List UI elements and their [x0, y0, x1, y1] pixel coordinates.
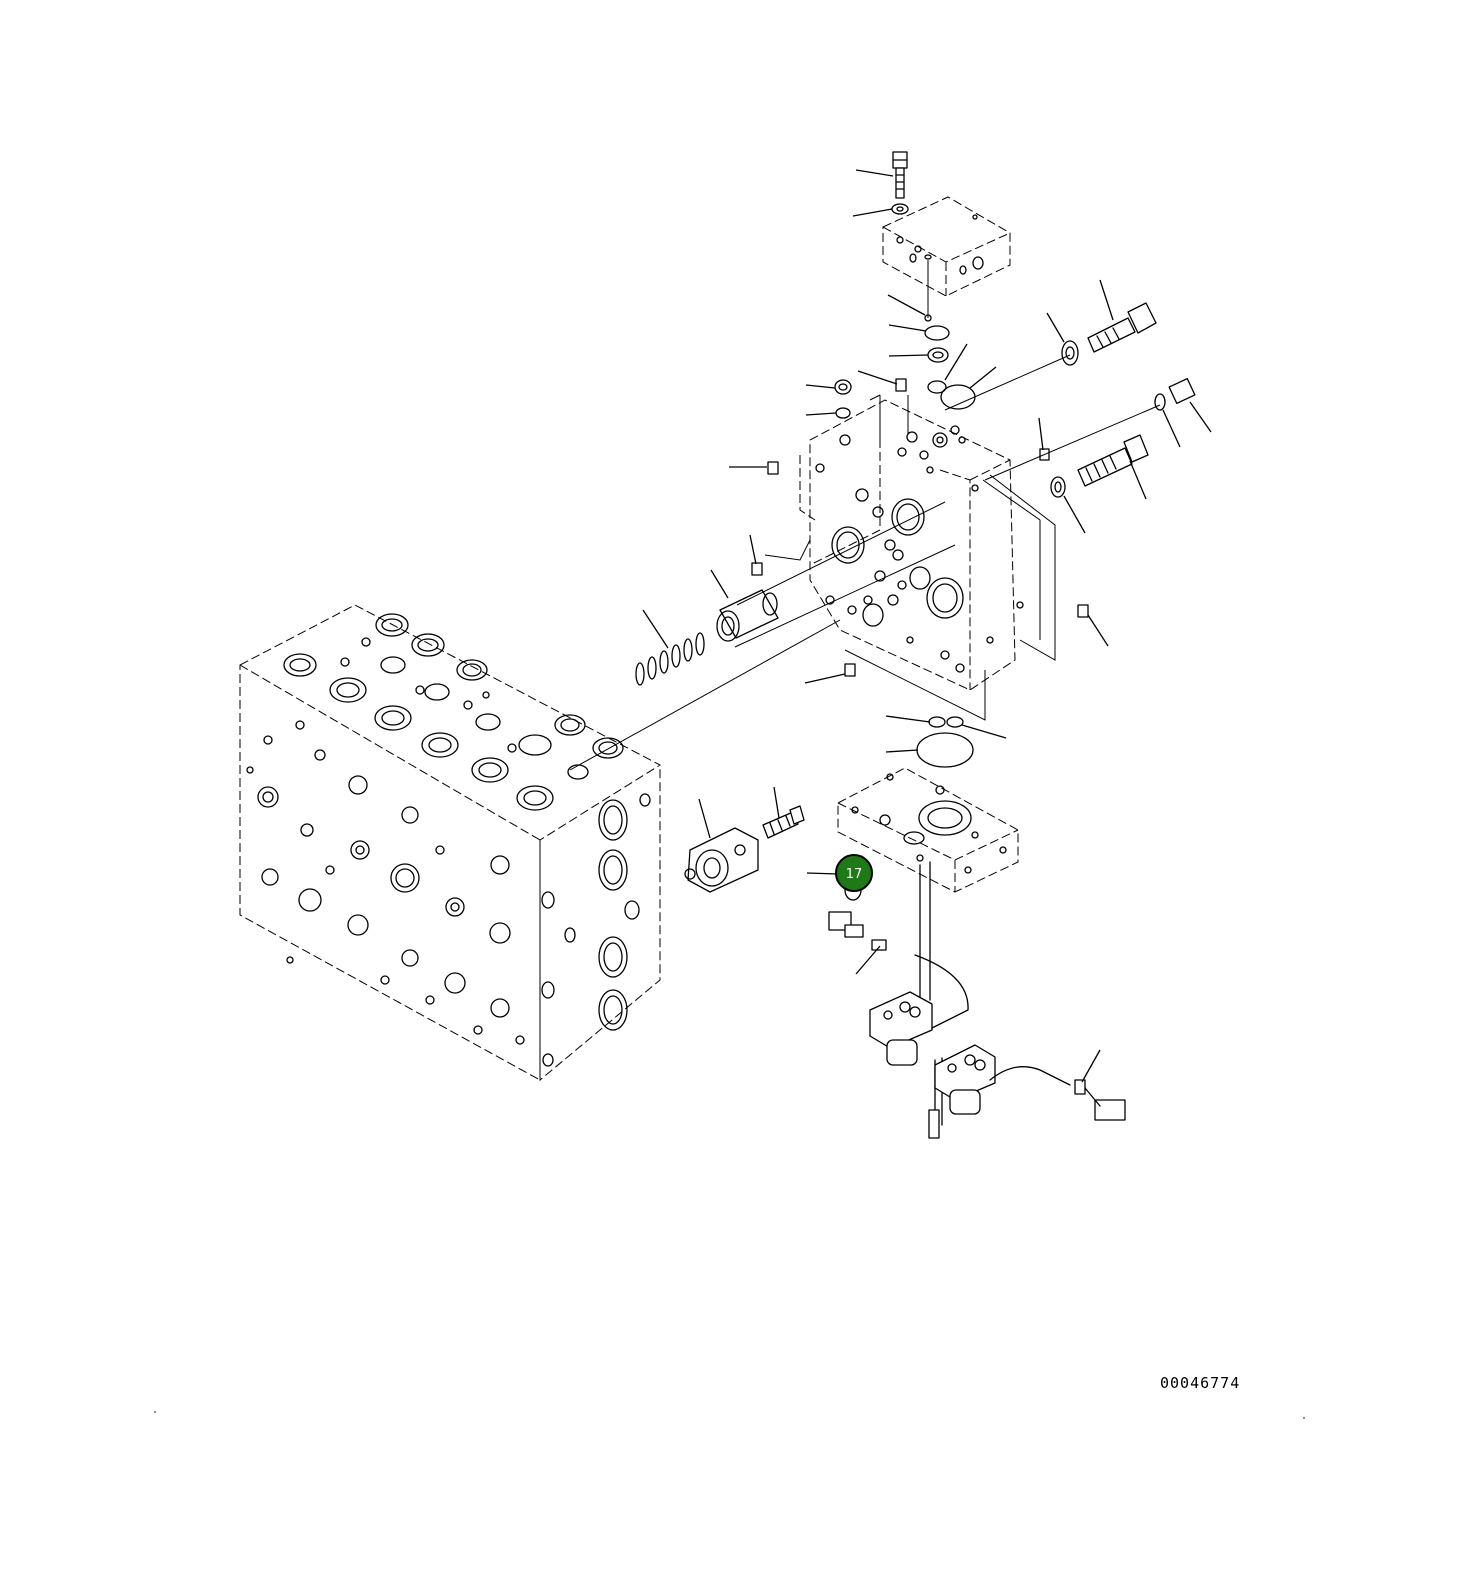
top-cover [882, 151, 1011, 318]
long-bolts [1077, 302, 1157, 487]
speck-right [1303, 1417, 1305, 1419]
valve-section-block [764, 395, 1056, 721]
drawing-number: 00046774 [1160, 1374, 1241, 1392]
leader-lines [642, 169, 1212, 1083]
speck-left [154, 1411, 156, 1413]
assembly-lines [569, 354, 1161, 771]
bottom-cover [837, 767, 1019, 893]
callout-17[interactable]: 17 [835, 854, 873, 892]
solenoid-assemblies [828, 861, 1126, 1139]
main-valve-block [239, 604, 662, 1082]
callout-marker[interactable] [835, 854, 873, 892]
spool-and-springs [635, 589, 779, 686]
spool-cap [684, 805, 805, 893]
callout-label: 17 [846, 867, 863, 882]
